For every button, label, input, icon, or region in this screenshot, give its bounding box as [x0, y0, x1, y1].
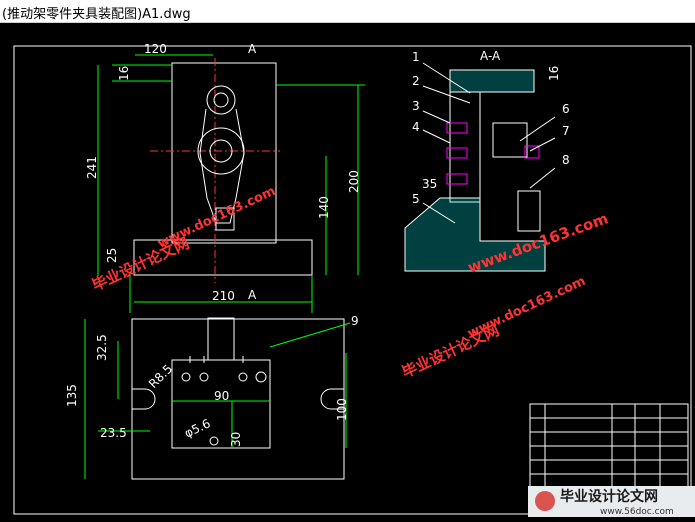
- footer-logo-icon: [535, 491, 555, 511]
- part-number-3: 3: [412, 99, 420, 113]
- dim-bottom-23-5: 23.5: [100, 426, 127, 440]
- part-number-7: 7: [562, 124, 570, 138]
- part-number-9: 9: [351, 314, 359, 328]
- dim-bottom-r8-5: R8.5: [146, 362, 175, 391]
- front-dimension-labels: 120 A 16 241 200 140 25 210 A: [85, 42, 361, 303]
- part-number-6: 6: [562, 102, 570, 116]
- plan-dimensions: [84, 319, 351, 479]
- dim-small-25: 25: [105, 248, 119, 263]
- watermark-name-2: 毕业设计论文网: [399, 321, 502, 382]
- dim-height-200: 200: [347, 170, 361, 193]
- dim-height-140: 140: [317, 196, 331, 219]
- front-view: [133, 58, 313, 283]
- view-label-a-bottom: A: [248, 288, 257, 302]
- dim-bottom-30: 30: [229, 432, 243, 447]
- dim-bottom-100: 100: [335, 398, 349, 421]
- footer-watermark-name: 毕业设计论文网: [560, 488, 658, 505]
- dim-bottom-phi: φ5.6: [182, 416, 212, 440]
- footer-watermark-url: www.56doc.com: [600, 507, 674, 517]
- dim-bottom-90: 90: [214, 389, 229, 403]
- window-title: (推动架零件夹具装配图)A1.dwg: [2, 7, 191, 22]
- section-labels: A-A 1 2 3 4 5 6 7 8 16 35: [412, 49, 570, 206]
- part-number-4: 4: [412, 120, 420, 134]
- view-label-a-top: A: [248, 42, 257, 56]
- dim-35: 35: [422, 177, 437, 191]
- drawing-border: [13, 45, 692, 515]
- window-title-bar: (推动架零件夹具装配图)A1.dwg: [0, 0, 695, 23]
- section-view: [404, 69, 546, 272]
- part-number-5: 5: [412, 192, 420, 206]
- dim-overall-height: 241: [85, 156, 99, 179]
- watermark-name-1: 毕业设计论文网: [89, 234, 192, 295]
- dim-top-height: 16: [117, 66, 131, 81]
- dim-top-width: 120: [144, 42, 167, 56]
- watermark-group: www.doc163.com 毕业设计论文网 www.doc163.com ww…: [89, 184, 610, 382]
- part-number-2: 2: [412, 74, 420, 88]
- dim-base-width: 210: [212, 289, 235, 303]
- footer-watermark-bg: [528, 486, 695, 517]
- drawing-canvas[interactable]: 120 A 16 241 200 140 25 210 A A-A 1 2 3 …: [0, 23, 695, 517]
- plan-view: [131, 317, 345, 480]
- dim-bottom-135: 135: [65, 384, 79, 407]
- section-title: A-A: [480, 49, 501, 63]
- dim-right-16: 16: [547, 66, 561, 81]
- part-number-8: 8: [562, 153, 570, 167]
- section-leaders: [422, 62, 556, 224]
- front-dimensions: [97, 54, 365, 313]
- dim-bottom-32-5: 32.5: [95, 334, 109, 361]
- part-number-1: 1: [412, 50, 420, 64]
